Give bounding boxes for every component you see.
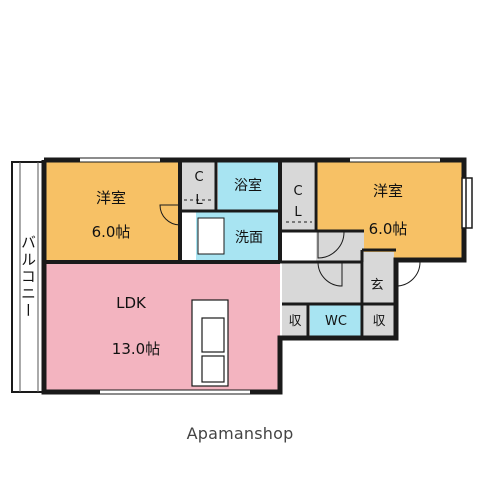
western-room-right-name: 洋室 bbox=[373, 182, 403, 200]
storage-right bbox=[364, 304, 394, 336]
door-swings bbox=[159, 204, 421, 287]
ldk-name: LDK bbox=[116, 294, 147, 312]
toilet bbox=[310, 304, 362, 336]
western-room-left-size: 6.0帖 bbox=[92, 223, 131, 241]
toilet-label: WC bbox=[325, 314, 347, 329]
windows bbox=[80, 158, 440, 394]
closet-right-label-2: L bbox=[294, 205, 302, 220]
window-frames bbox=[80, 157, 440, 395]
bathroom bbox=[218, 160, 280, 210]
ldk-size: 13.0帖 bbox=[112, 340, 160, 358]
hall bbox=[282, 262, 362, 304]
western-room-right-size: 6.0帖 bbox=[369, 220, 408, 238]
entrance bbox=[364, 252, 394, 304]
closet-right-label: C bbox=[293, 184, 302, 199]
washroom-label: 洗面 bbox=[235, 230, 263, 246]
storage-left-label: 収 bbox=[288, 314, 301, 329]
balcony-label: バルコニー bbox=[19, 235, 37, 320]
entrance-label: 玄 bbox=[370, 278, 383, 293]
closet-left-label: C bbox=[194, 170, 203, 185]
storage-right-label: 収 bbox=[372, 314, 385, 329]
brand-label: Apamanshop bbox=[186, 424, 294, 443]
kitchen-counter bbox=[191, 299, 229, 387]
bay-window bbox=[461, 177, 473, 229]
closet-left bbox=[182, 160, 216, 210]
ldk-room bbox=[46, 262, 280, 390]
storage-left bbox=[282, 304, 308, 336]
balcony bbox=[11, 161, 47, 393]
closet-left-label-2: L bbox=[195, 193, 203, 208]
western-room-left bbox=[46, 160, 180, 260]
bathroom-label: 浴室 bbox=[234, 177, 262, 194]
closet-marks bbox=[184, 199, 312, 223]
western-room-left-name: 洋室 bbox=[96, 189, 126, 207]
closet-right bbox=[282, 160, 314, 230]
washroom-fixture bbox=[197, 217, 225, 255]
